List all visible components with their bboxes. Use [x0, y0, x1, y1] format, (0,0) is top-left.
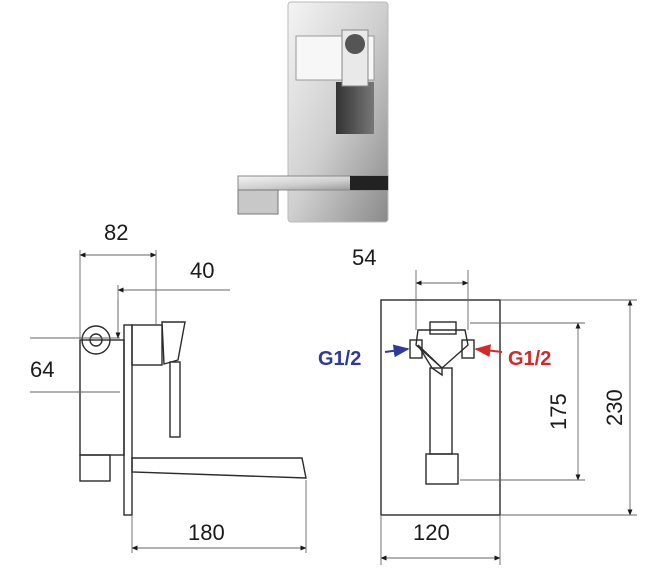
inlet-label-hot: G1/2	[508, 348, 551, 370]
dim-82: 82	[104, 220, 128, 245]
dim-230: 230	[602, 389, 627, 426]
side-view	[30, 250, 307, 553]
dim-175: 175	[546, 393, 571, 430]
product-photo	[237, 1, 389, 223]
dim-120: 120	[413, 520, 450, 545]
dim-54: 54	[352, 245, 376, 270]
dim-180: 180	[188, 520, 225, 545]
dim-64: 64	[30, 357, 54, 382]
inlet-label-cold: G1/2	[318, 348, 361, 370]
front-view	[380, 270, 637, 565]
dim-40: 40	[190, 258, 214, 283]
